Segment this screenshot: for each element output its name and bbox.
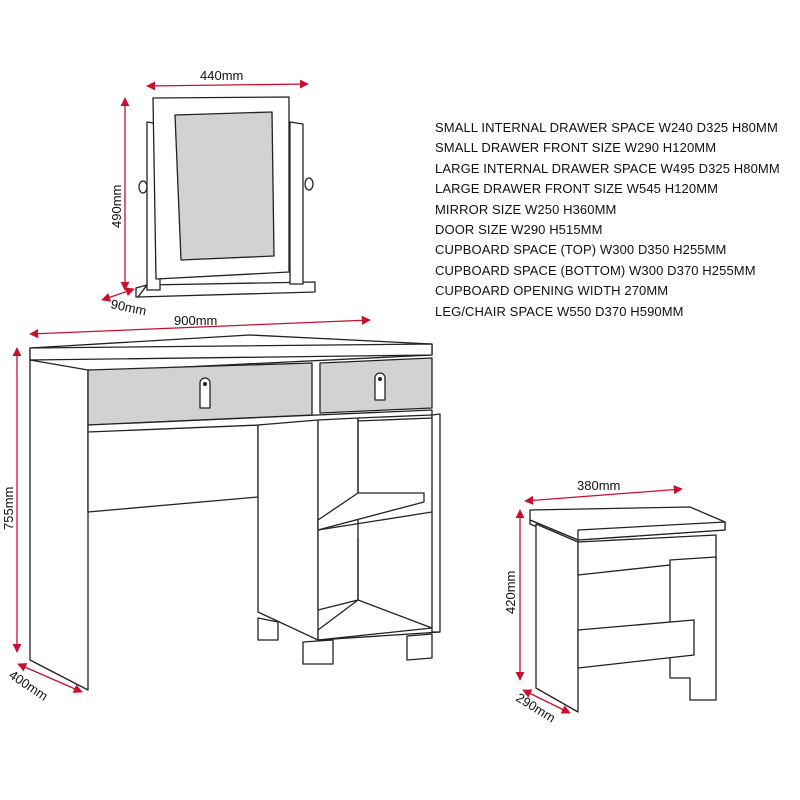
mirror-width-label: 440mm (200, 68, 243, 83)
cupboard-left-side (257, 419, 319, 641)
large-drawer-handle-icon (199, 377, 211, 409)
stool-width-label: 380mm (577, 478, 620, 493)
stool-stretcher (577, 619, 695, 669)
mirror-drawing (135, 96, 316, 298)
mirror-right-knob (304, 177, 314, 191)
spec-item: CUPBOARD OPENING WIDTH 270MM (435, 283, 669, 299)
table-top-front (29, 343, 433, 361)
spec-item: SMALL INTERNAL DRAWER SPACE W240 D325 H8… (435, 120, 778, 135)
spec-item: CUPBOARD SPACE (BOTTOM) W300 D370 H255MM (435, 262, 756, 278)
spec-item: LARGE INTERNAL DRAWER SPACE W495 D325 H8… (435, 160, 780, 176)
spec-item: MIRROR SIZE W250 H360MM (435, 201, 617, 217)
table-width-dim (29, 315, 371, 339)
mirror-base-edge (135, 284, 148, 298)
mirror-depth-label: 90mm (109, 296, 147, 318)
mirror-depth-dim (101, 287, 135, 302)
mirror-height-label: 490mm (109, 185, 124, 228)
table-height-label: 755mm (1, 487, 16, 530)
mirror-base (137, 281, 316, 298)
table-width-label: 900mm (174, 313, 217, 328)
cupboard-right-side (431, 413, 441, 633)
dimension-lines (12, 79, 683, 714)
stool-left-leg (535, 523, 579, 713)
small-drawer-handle-icon (374, 372, 386, 401)
dressing-table-drawing (29, 334, 441, 691)
spec-item: CUPBOARD SPACE (TOP) W300 D350 H255MM (435, 242, 727, 258)
spec-item: DOOR SIZE W290 H515MM (435, 222, 603, 238)
stool-width-dim (524, 485, 683, 505)
mirror-right-post (289, 121, 304, 285)
table-modesty-panel (87, 424, 259, 513)
stool-depth-dim (522, 689, 571, 714)
table-foot-front-right (406, 633, 433, 661)
mirror-width-dim (146, 79, 309, 91)
table-depth-label: 400mm (6, 667, 50, 704)
stool-height-label: 420mm (503, 571, 518, 614)
specification-list: SMALL INTERNAL DRAWER SPACE W240 D325 H8… (435, 118, 780, 322)
table-left-panel (29, 359, 89, 691)
spec-item: LEG/CHAIR SPACE W550 D370 H590MM (435, 303, 684, 319)
stool-drawing (529, 506, 726, 713)
table-foot-back (257, 617, 279, 641)
spec-item: LARGE DRAWER FRONT SIZE W545 H120MM (435, 181, 719, 197)
spec-item: SMALL DRAWER FRONT SIZE W290 H120MM (435, 140, 717, 156)
mirror-glass (174, 111, 275, 261)
table-foot-front-left (302, 639, 334, 665)
mirror-left-knob (138, 180, 148, 194)
cupboard-shelf (317, 492, 425, 531)
stool-seat-front (577, 521, 726, 541)
table-depth-dim (17, 663, 83, 693)
cupboard-bottom (317, 599, 433, 641)
